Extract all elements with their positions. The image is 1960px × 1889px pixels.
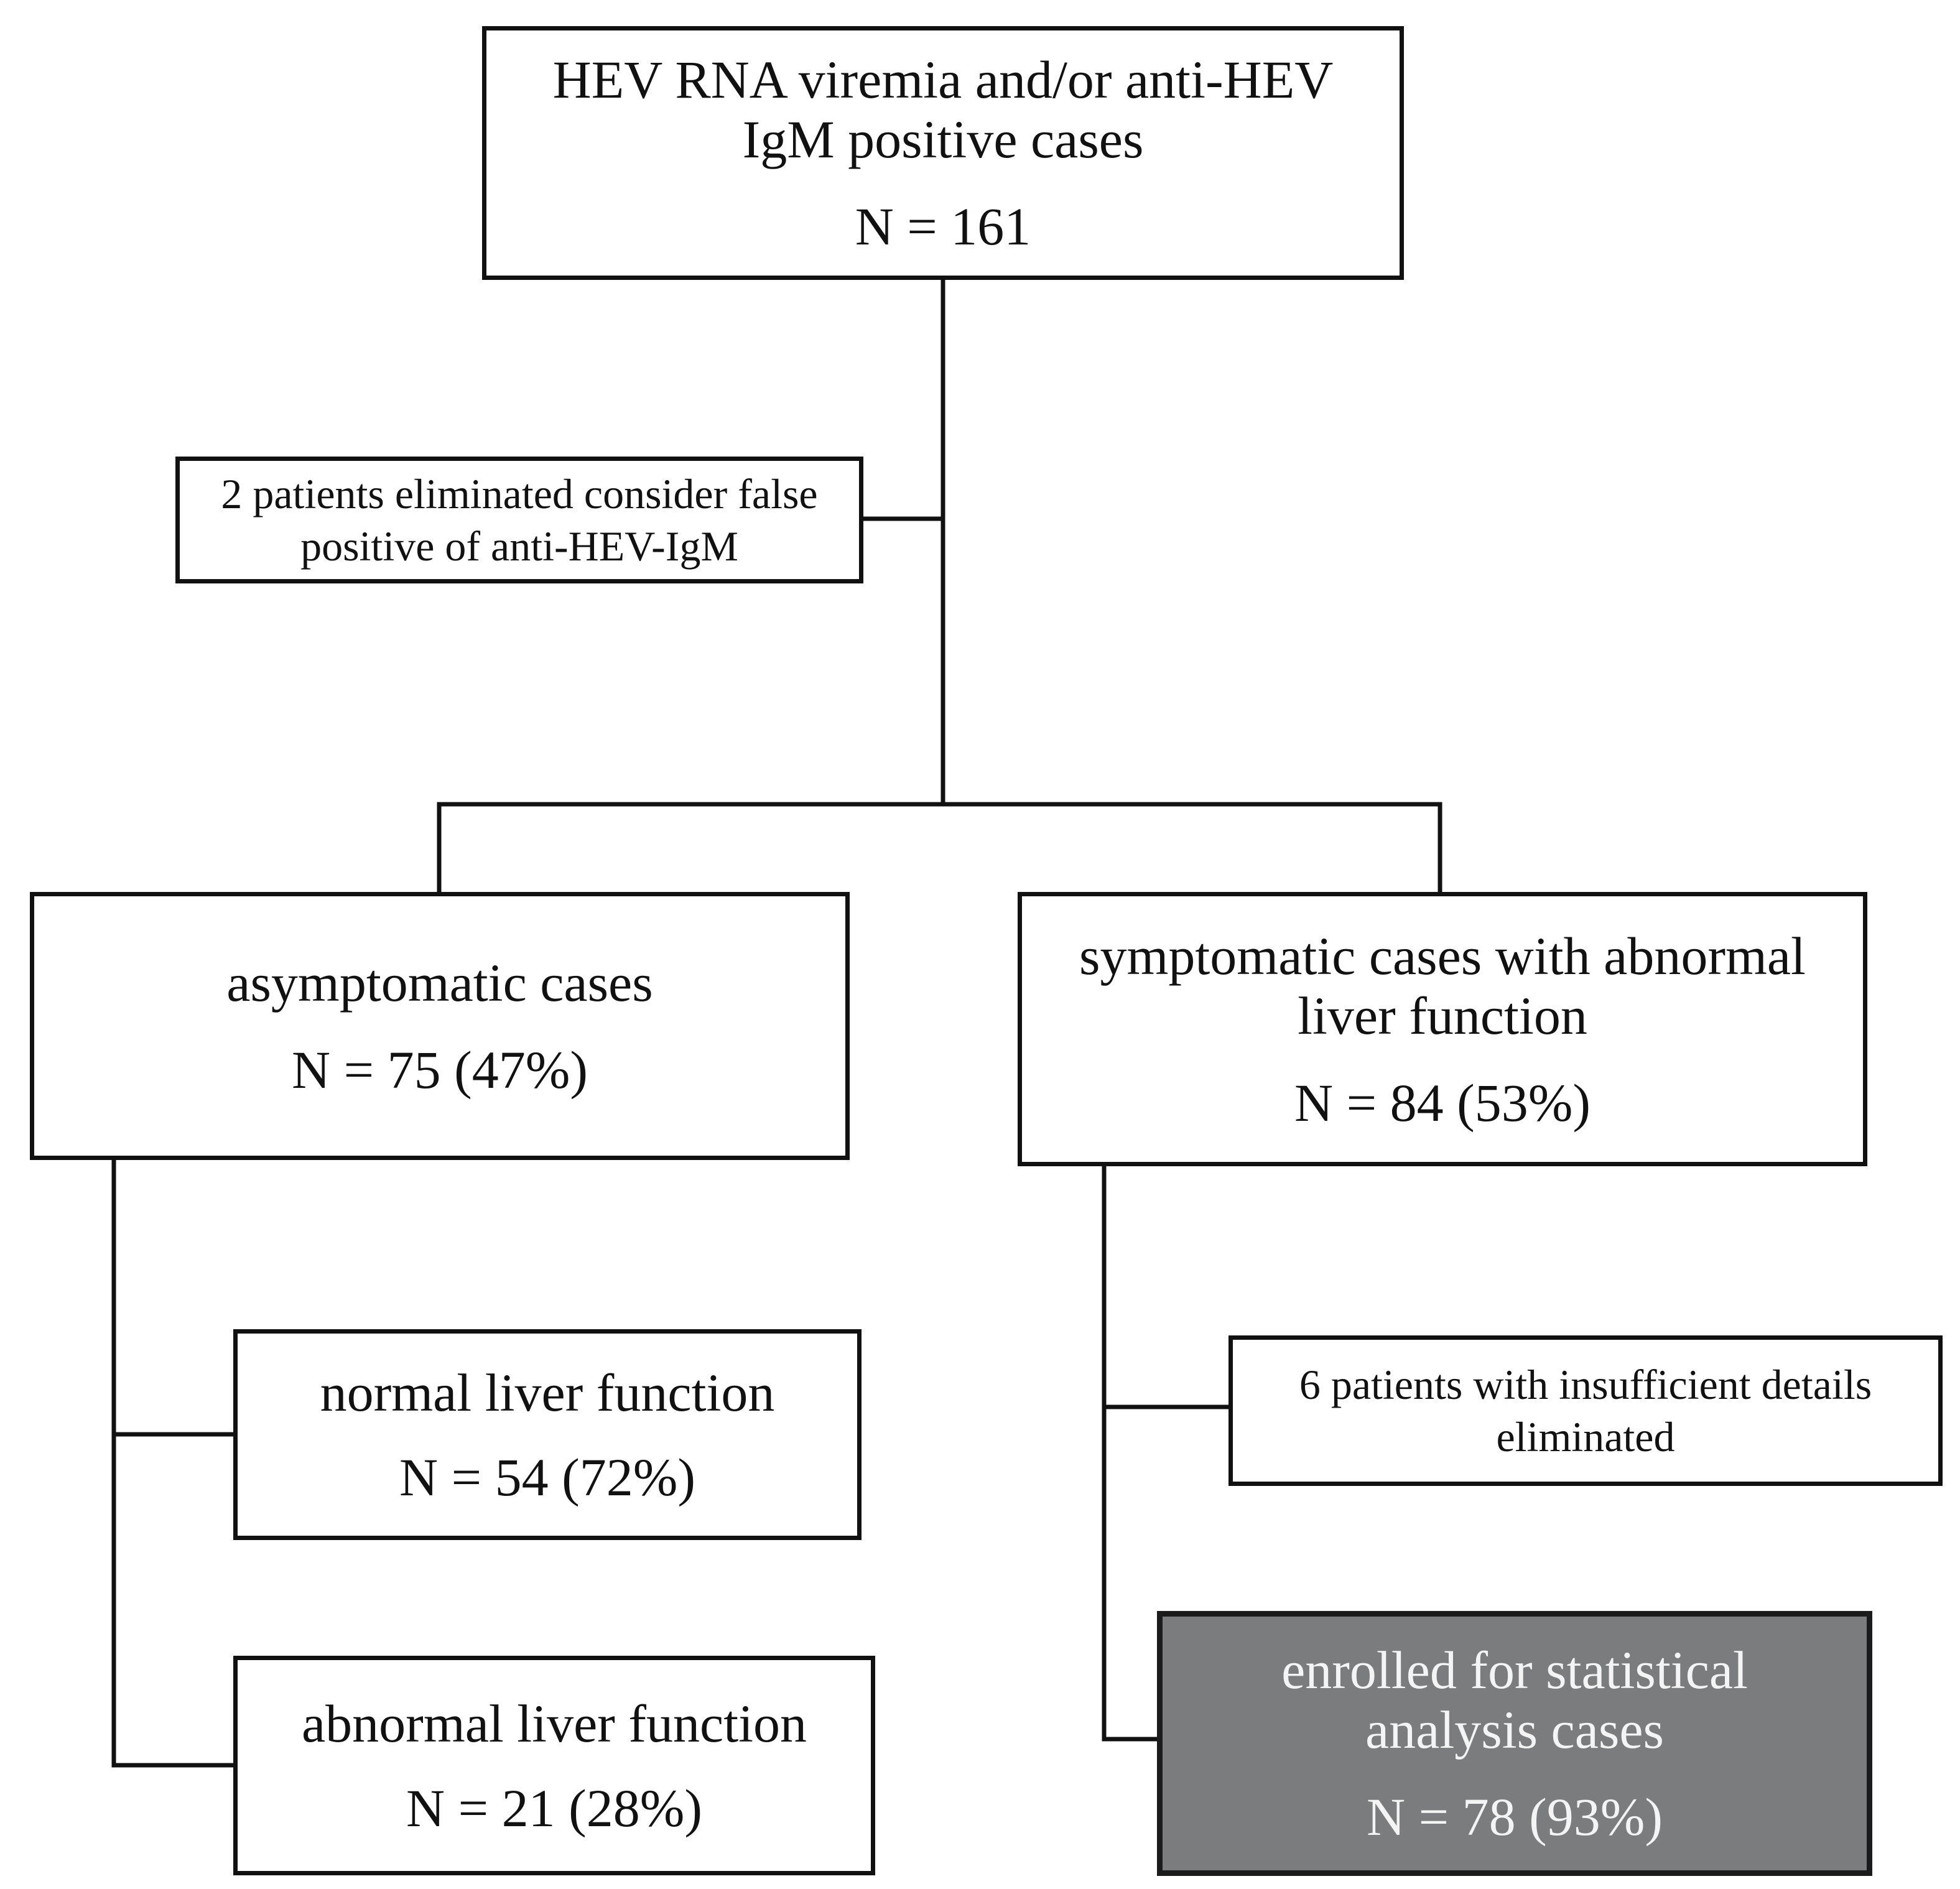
exclusion-1-text: 2 patients eliminated consider false pos…: [221, 470, 818, 570]
symptomatic-title: symptomatic cases with abnormal liver fu…: [1079, 926, 1806, 1046]
symptomatic-count: N = 84 (53%): [1294, 1072, 1591, 1133]
asymptomatic-box: asymptomatic cases N = 75 (47%): [30, 892, 850, 1160]
abnormal-liver-box: abnormal liver function N = 21 (28%): [233, 1656, 875, 1875]
root-box: HEV RNA viremia and/or anti-HEV IgM posi…: [482, 26, 1404, 280]
enrolled-title: enrolled for statistical analysis cases: [1281, 1640, 1748, 1760]
abnormal-liver-count: N = 21 (28%): [406, 1778, 703, 1838]
normal-liver-title: normal liver function: [320, 1362, 775, 1423]
enrolled-box: enrolled for statistical analysis cases …: [1157, 1611, 1872, 1876]
asymptomatic-title: asymptomatic cases: [226, 952, 653, 1013]
root-count: N = 161: [855, 197, 1031, 256]
exclusion-box-false-positive: 2 patients eliminated consider false pos…: [175, 457, 863, 583]
asymptomatic-count: N = 75 (47%): [291, 1039, 588, 1100]
abnormal-liver-title: abnormal liver function: [302, 1693, 807, 1753]
exclusion-box-insufficient-details: 6 patients with insufficient details eli…: [1228, 1335, 1943, 1486]
enrolled-count: N = 78 (93%): [1366, 1787, 1663, 1847]
normal-liver-count: N = 54 (72%): [399, 1447, 696, 1507]
exclusion-2-text: 6 patients with insufficient details eli…: [1299, 1361, 1872, 1460]
root-title: HEV RNA viremia and/or anti-HEV IgM posi…: [552, 50, 1334, 169]
symptomatic-box: symptomatic cases with abnormal liver fu…: [1018, 892, 1867, 1166]
normal-liver-box: normal liver function N = 54 (72%): [233, 1329, 862, 1540]
